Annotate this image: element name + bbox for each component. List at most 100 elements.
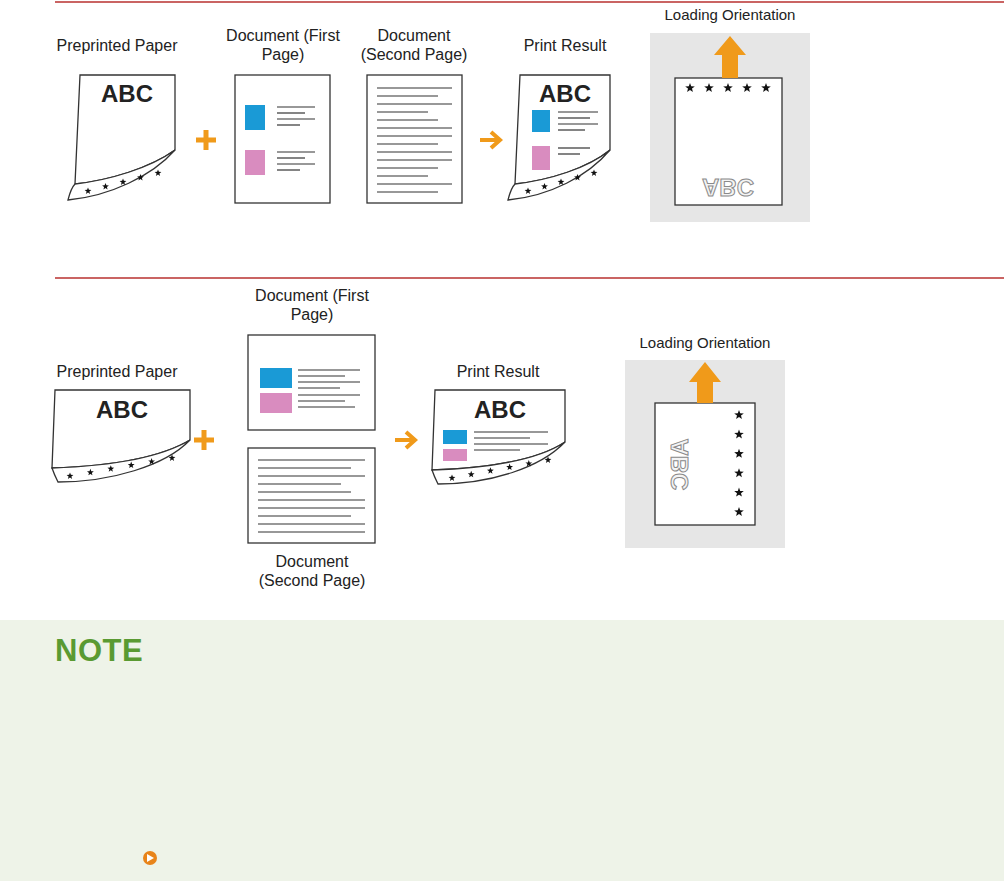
section-rule — [55, 1, 1004, 3]
result-arrow — [395, 432, 415, 448]
pink-block — [532, 146, 550, 170]
text-line — [377, 183, 452, 184]
text-line — [258, 475, 365, 476]
star-mark — [155, 169, 162, 176]
star-mark — [742, 83, 752, 92]
star-mark — [541, 183, 548, 190]
preprint-text: ABC — [82, 396, 162, 425]
text-lines — [474, 432, 548, 450]
text-line — [377, 119, 438, 120]
star-mark — [545, 456, 552, 463]
star-mark — [734, 468, 744, 477]
pink-block — [443, 449, 467, 461]
star-mark — [137, 174, 144, 181]
preprint-text: ABC — [525, 80, 605, 109]
text-line — [377, 191, 438, 192]
star-mark — [85, 187, 92, 194]
star-mark — [506, 464, 513, 471]
text-line — [377, 135, 452, 136]
star-mark — [169, 454, 176, 461]
note-panel — [0, 620, 1004, 881]
caption-label: Preprinted Paper — [37, 36, 197, 55]
star-mark — [87, 469, 94, 476]
section-rule — [55, 277, 1004, 279]
loaded-paper — [655, 403, 755, 525]
document-page — [367, 75, 462, 203]
text-line — [258, 499, 365, 500]
text-line — [377, 151, 452, 152]
caption-label: Loading Orientation — [615, 334, 795, 352]
document-page — [235, 75, 330, 203]
paper-curl — [68, 150, 175, 200]
text-lines — [298, 370, 360, 407]
caption-label: Document (First Page) — [252, 286, 372, 324]
star-mark — [525, 187, 532, 194]
text-lines — [558, 112, 598, 154]
text-lines — [258, 460, 365, 532]
star-mark — [558, 178, 565, 185]
blue-block — [245, 105, 265, 130]
text-line — [377, 95, 438, 96]
text-line — [377, 87, 452, 88]
star-mark — [120, 178, 127, 185]
star-mark — [734, 449, 744, 458]
text-line — [377, 159, 452, 160]
text-line — [258, 523, 365, 524]
star-mark — [67, 472, 74, 479]
document-page — [248, 448, 375, 543]
star-marks — [67, 83, 771, 516]
star-mark — [685, 83, 695, 92]
text-line — [258, 483, 341, 484]
star-mark — [468, 471, 475, 478]
text-line — [377, 111, 428, 112]
star-mark — [107, 465, 114, 472]
pink-block — [245, 150, 265, 175]
paper-curl — [508, 150, 610, 200]
star-mark — [128, 462, 135, 469]
star-mark — [574, 174, 581, 181]
blue-block — [443, 430, 467, 444]
star-mark — [734, 429, 744, 438]
blue-block — [532, 110, 550, 132]
orientation-panel — [650, 33, 810, 222]
star-mark — [148, 458, 155, 465]
text-line — [377, 167, 438, 168]
note-heading: NOTE — [55, 632, 155, 669]
pink-block — [260, 393, 292, 413]
preprint-text: ABC — [460, 396, 540, 425]
star-mark — [102, 183, 109, 190]
star-mark — [734, 410, 744, 419]
text-line — [258, 467, 351, 468]
text-line — [377, 143, 438, 144]
star-mark — [591, 169, 598, 176]
caption-label: Document (Second Page) — [354, 26, 474, 64]
document-page — [248, 335, 375, 430]
feed-arrow — [714, 36, 746, 78]
star-mark — [734, 507, 744, 516]
caption-label: Document (Second Page) — [252, 552, 372, 590]
paper-curl — [432, 442, 565, 484]
paper-sheet — [515, 75, 610, 184]
link-icon — [143, 851, 157, 865]
text-line — [377, 127, 452, 128]
text-lines — [277, 107, 315, 170]
paper-curl — [52, 440, 190, 482]
text-line — [258, 459, 365, 460]
preprint-text: ABC — [87, 80, 167, 109]
text-line — [258, 531, 365, 532]
loaded-paper — [675, 78, 782, 205]
text-line — [258, 507, 365, 508]
reversed-preprint: ABC — [666, 424, 695, 504]
paper-sheet — [75, 75, 175, 184]
star-mark — [734, 488, 744, 497]
text-line — [377, 175, 428, 176]
star-mark — [525, 460, 532, 467]
reversed-preprint: ABC — [688, 172, 768, 201]
star-mark — [449, 474, 456, 481]
caption-label: Preprinted Paper — [37, 362, 197, 381]
caption-label: Loading Orientation — [640, 6, 820, 24]
caption-label: Document (First Page) — [223, 26, 343, 64]
text-line — [377, 103, 452, 104]
